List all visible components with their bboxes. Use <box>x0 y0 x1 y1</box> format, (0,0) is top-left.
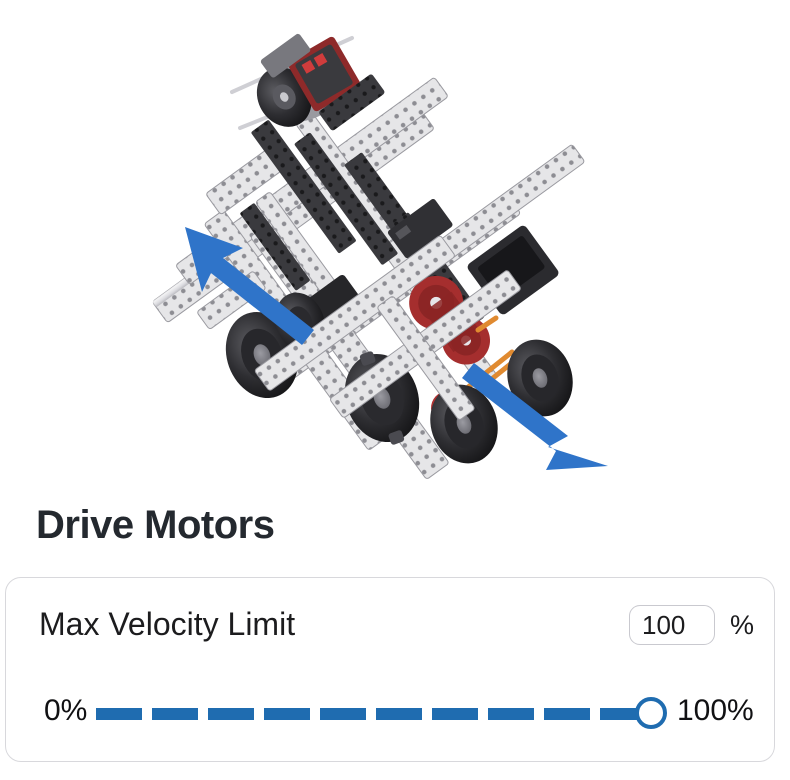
drive-direction-arrow-reverse <box>462 363 608 470</box>
max-velocity-limit-row: Max Velocity Limit % <box>6 600 774 652</box>
percent-unit-label: % <box>730 610 755 640</box>
max-velocity-slider-row: 0% 100% <box>6 688 774 736</box>
drivetrain-illustration <box>152 33 608 479</box>
top-motor-assembly <box>256 33 385 131</box>
slider-min-label: 0% <box>44 694 88 727</box>
page-title: Drive Motors <box>36 503 275 547</box>
slider-thumb[interactable] <box>635 697 667 729</box>
drivetrain-graphic <box>152 33 608 479</box>
drive-direction-arrow-forward <box>185 227 314 345</box>
drive-motors-settings-card: Max Velocity Limit % 0% 100% <box>5 577 775 762</box>
slider-max-label: 100% <box>677 694 754 727</box>
max-velocity-limit-label: Max Velocity Limit <box>39 606 296 642</box>
max-velocity-slider[interactable] <box>96 697 672 729</box>
slider-track[interactable] <box>96 708 652 720</box>
max-velocity-limit-input[interactable] <box>629 605 715 645</box>
lower-chassis-plates <box>197 235 521 420</box>
